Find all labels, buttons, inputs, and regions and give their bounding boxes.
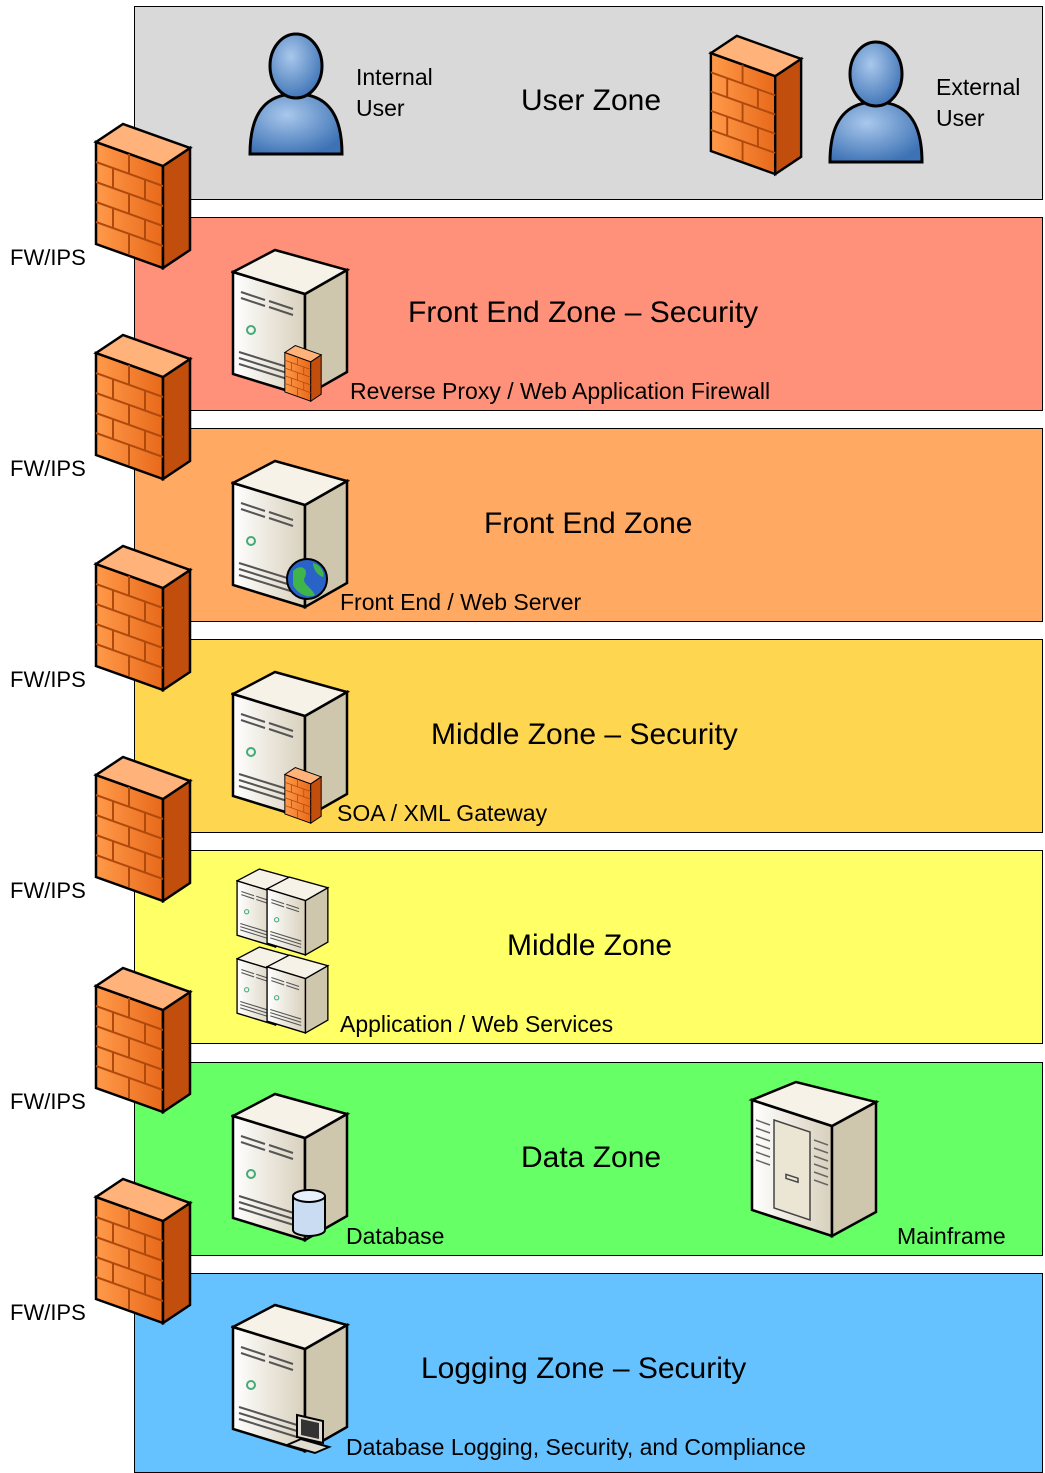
internal-user-icon — [246, 28, 346, 158]
front-end-security-zone-title: Front End Zone – Security — [408, 296, 759, 329]
xml-gateway-caption: SOA / XML Gateway — [337, 800, 548, 826]
reverse-proxy-caption: Reverse Proxy / Web Application Firewall — [350, 378, 771, 404]
fw-ips-label-3: FW/IPS — [10, 667, 86, 692]
server-globe-icon — [231, 459, 351, 614]
firewall-icon — [93, 964, 193, 1114]
firewall-icon — [93, 120, 193, 270]
fw-ips-label-1: FW/IPS — [10, 245, 86, 270]
logging-zone-title: Logging Zone – Security — [421, 1352, 747, 1385]
firewall-icon — [93, 542, 193, 692]
server-cluster-icon — [236, 868, 340, 1038]
fw-ips-label-4: FW/IPS — [10, 878, 86, 903]
web-server-caption: Front End / Web Server — [340, 589, 582, 615]
external-user-label: External User — [936, 74, 1021, 131]
external-user-icon — [826, 36, 926, 166]
mainframe-caption: Mainframe — [897, 1223, 1006, 1249]
front-end-zone-title: Front End Zone — [484, 507, 693, 540]
server-database-icon — [231, 1092, 351, 1247]
server-firewall-icon — [231, 248, 351, 403]
logging-caption: Database Logging, Security, and Complian… — [346, 1434, 806, 1460]
middle-zone-title: Middle Zone — [507, 929, 673, 962]
firewall-icon — [93, 331, 193, 481]
database-caption: Database — [346, 1223, 445, 1249]
firewall-icon — [93, 1175, 193, 1325]
firewall-icon — [93, 753, 193, 903]
server-computer-icon — [231, 1303, 351, 1463]
fw-ips-label-5: FW/IPS — [10, 1089, 86, 1114]
server-firewall-icon — [231, 670, 351, 825]
internal-user-label: Internal User — [356, 64, 433, 121]
web-services-caption: Application / Web Services — [340, 1011, 614, 1037]
fw-ips-label-6: FW/IPS — [10, 1300, 86, 1325]
middle-security-zone-title: Middle Zone – Security — [431, 718, 738, 751]
firewall-icon — [708, 28, 804, 180]
user-zone-title: User Zone — [521, 84, 662, 117]
fw-ips-label-2: FW/IPS — [10, 456, 86, 481]
mainframe-icon — [748, 1080, 880, 1240]
data-zone-title: Data Zone — [521, 1141, 662, 1174]
